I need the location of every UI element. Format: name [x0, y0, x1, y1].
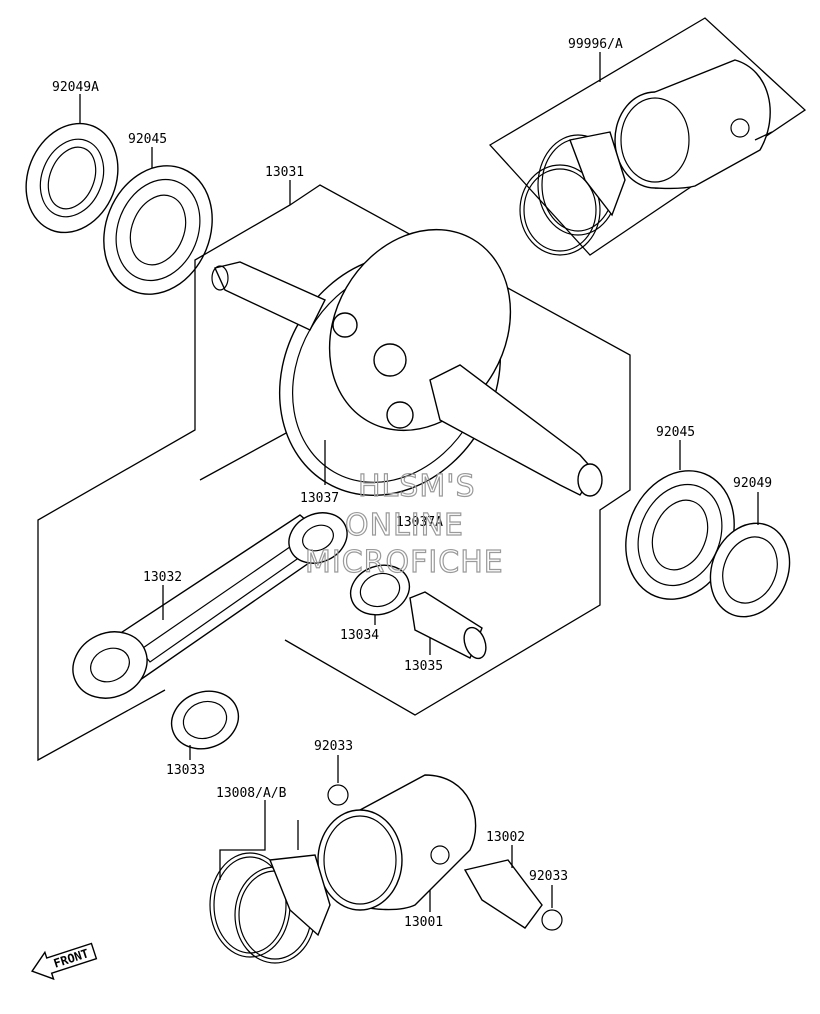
- crank-shaft-left: [214, 261, 326, 331]
- label-92049A: 92049A: [52, 80, 99, 95]
- piston-kit-group: [488, 17, 807, 256]
- crank-hole-3: [332, 312, 358, 338]
- right-bearing-seal-group: [625, 440, 791, 618]
- label-13037A: 13037A: [396, 515, 443, 530]
- leader-13008: [219, 800, 266, 880]
- watermark-line2: ONLINE: [345, 508, 464, 543]
- label-13035: 13035: [404, 659, 443, 674]
- label-13033: 13033: [166, 763, 205, 778]
- label-92045-top: 92045: [128, 132, 167, 147]
- label-13032: 13032: [143, 570, 182, 585]
- front-arrow: FRONT: [31, 942, 98, 981]
- label-92033-top: 92033: [314, 739, 353, 754]
- bearing-pin-group: [349, 564, 487, 660]
- label-13037: 13037: [300, 491, 339, 506]
- crankshaft-assembly-group: [37, 180, 631, 762]
- needle-bearing-13033: [170, 690, 240, 750]
- circlip-92033-right: [541, 909, 563, 931]
- kit-ring-2: [519, 164, 601, 256]
- connecting-rod-group: [72, 512, 348, 699]
- needle-bearing-13033-group: [170, 690, 240, 760]
- kit-ring-expander: [569, 131, 626, 217]
- kit-piston-pin-hole: [730, 118, 750, 138]
- label-99996A: 99996/A: [568, 37, 623, 52]
- crank-shaft-end: [577, 463, 603, 497]
- watermark-line1: HLSM'S: [358, 469, 476, 504]
- label-13034: 13034: [340, 628, 379, 643]
- piston-group: [209, 755, 563, 964]
- crank-hole-1: [373, 343, 407, 377]
- crank-hole-2: [386, 401, 414, 429]
- kit-piston-body: [654, 59, 771, 190]
- watermark-line3: MICROFICHE: [305, 545, 504, 580]
- label-92033-right: 92033: [529, 869, 568, 884]
- piston-kit-box: [488, 17, 807, 256]
- label-13001: 13001: [404, 915, 443, 930]
- left-seal-bearing-group: [25, 94, 213, 295]
- conrod-big-end: [72, 631, 148, 699]
- piston-pin-boss: [430, 845, 450, 865]
- label-13002: 13002: [486, 830, 525, 845]
- assembly-outline-right: [284, 184, 631, 716]
- label-13008: 13008/A/B: [216, 786, 287, 801]
- circlip-92033-top: [327, 784, 349, 806]
- piston-pin-13002: [463, 859, 543, 929]
- conrod-small-end: [288, 512, 348, 564]
- piston-face: [317, 809, 403, 911]
- label-13031: 13031: [265, 165, 304, 180]
- oil-seal-92049: [709, 522, 791, 618]
- label-92049: 92049: [733, 476, 772, 491]
- oil-seal-92049A: [25, 122, 119, 234]
- ring-expander: [269, 854, 331, 937]
- label-92045-right: 92045: [656, 425, 695, 440]
